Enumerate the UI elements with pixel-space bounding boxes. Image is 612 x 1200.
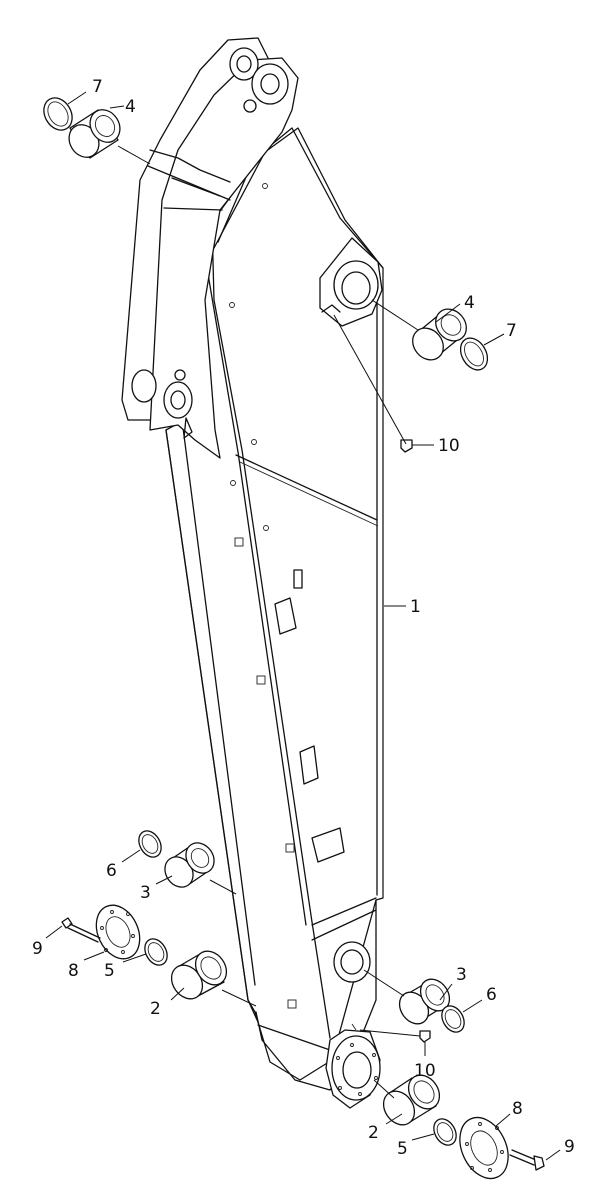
bushing-2-right <box>382 1074 441 1126</box>
top-boom-plates <box>121 37 299 459</box>
seal-ring-6-right <box>441 1005 465 1033</box>
bottom-bosses <box>325 941 381 1109</box>
callout-8: 8 <box>68 961 79 981</box>
seal-ring-6-left <box>138 830 162 858</box>
surface-details <box>229 183 345 1009</box>
grease-fitting-lower <box>351 1023 431 1043</box>
callout-9: 9 <box>564 1137 575 1157</box>
callout-leaders <box>45 91 561 1161</box>
bushing-3-right <box>398 978 451 1025</box>
callout-6: 6 <box>486 985 497 1005</box>
callout-labels: 1 2 2 3 3 4 4 5 5 6 6 7 7 8 8 9 9 10 10 <box>32 77 575 1159</box>
callout-1: 1 <box>410 597 421 617</box>
callout-10: 10 <box>438 436 460 456</box>
callout-2: 2 <box>150 999 161 1019</box>
callout-3: 3 <box>140 883 151 903</box>
callout-9: 9 <box>32 939 43 959</box>
seal-ring-5-left <box>144 938 168 966</box>
bushing-2-left <box>170 950 228 1000</box>
callout-5: 5 <box>104 961 115 981</box>
upper-right-boss <box>319 237 383 327</box>
callout-7: 7 <box>506 321 517 341</box>
callout-4: 4 <box>464 293 475 313</box>
retainer-plate-8-right <box>459 1116 509 1180</box>
callout-4: 4 <box>125 97 136 117</box>
bolt-9-right <box>509 1149 545 1171</box>
callout-7: 7 <box>92 77 103 97</box>
bolt-9-left <box>61 917 101 943</box>
bushing-4-upper-left <box>68 109 121 159</box>
callout-6: 6 <box>106 861 117 881</box>
callout-3: 3 <box>456 965 467 985</box>
seal-ring-7-right <box>459 337 489 371</box>
assembly-lines <box>117 145 421 1099</box>
seal-ring-7-upper-left <box>43 97 73 131</box>
retainer-plate-8-left <box>95 904 141 960</box>
callout-8: 8 <box>512 1099 523 1119</box>
callout-2: 2 <box>368 1123 379 1143</box>
callout-10: 10 <box>414 1061 436 1081</box>
seal-ring-5-right <box>433 1118 457 1146</box>
callout-5: 5 <box>397 1139 408 1159</box>
bushing-3-left <box>164 842 215 888</box>
grease-fitting-upper <box>400 439 413 453</box>
